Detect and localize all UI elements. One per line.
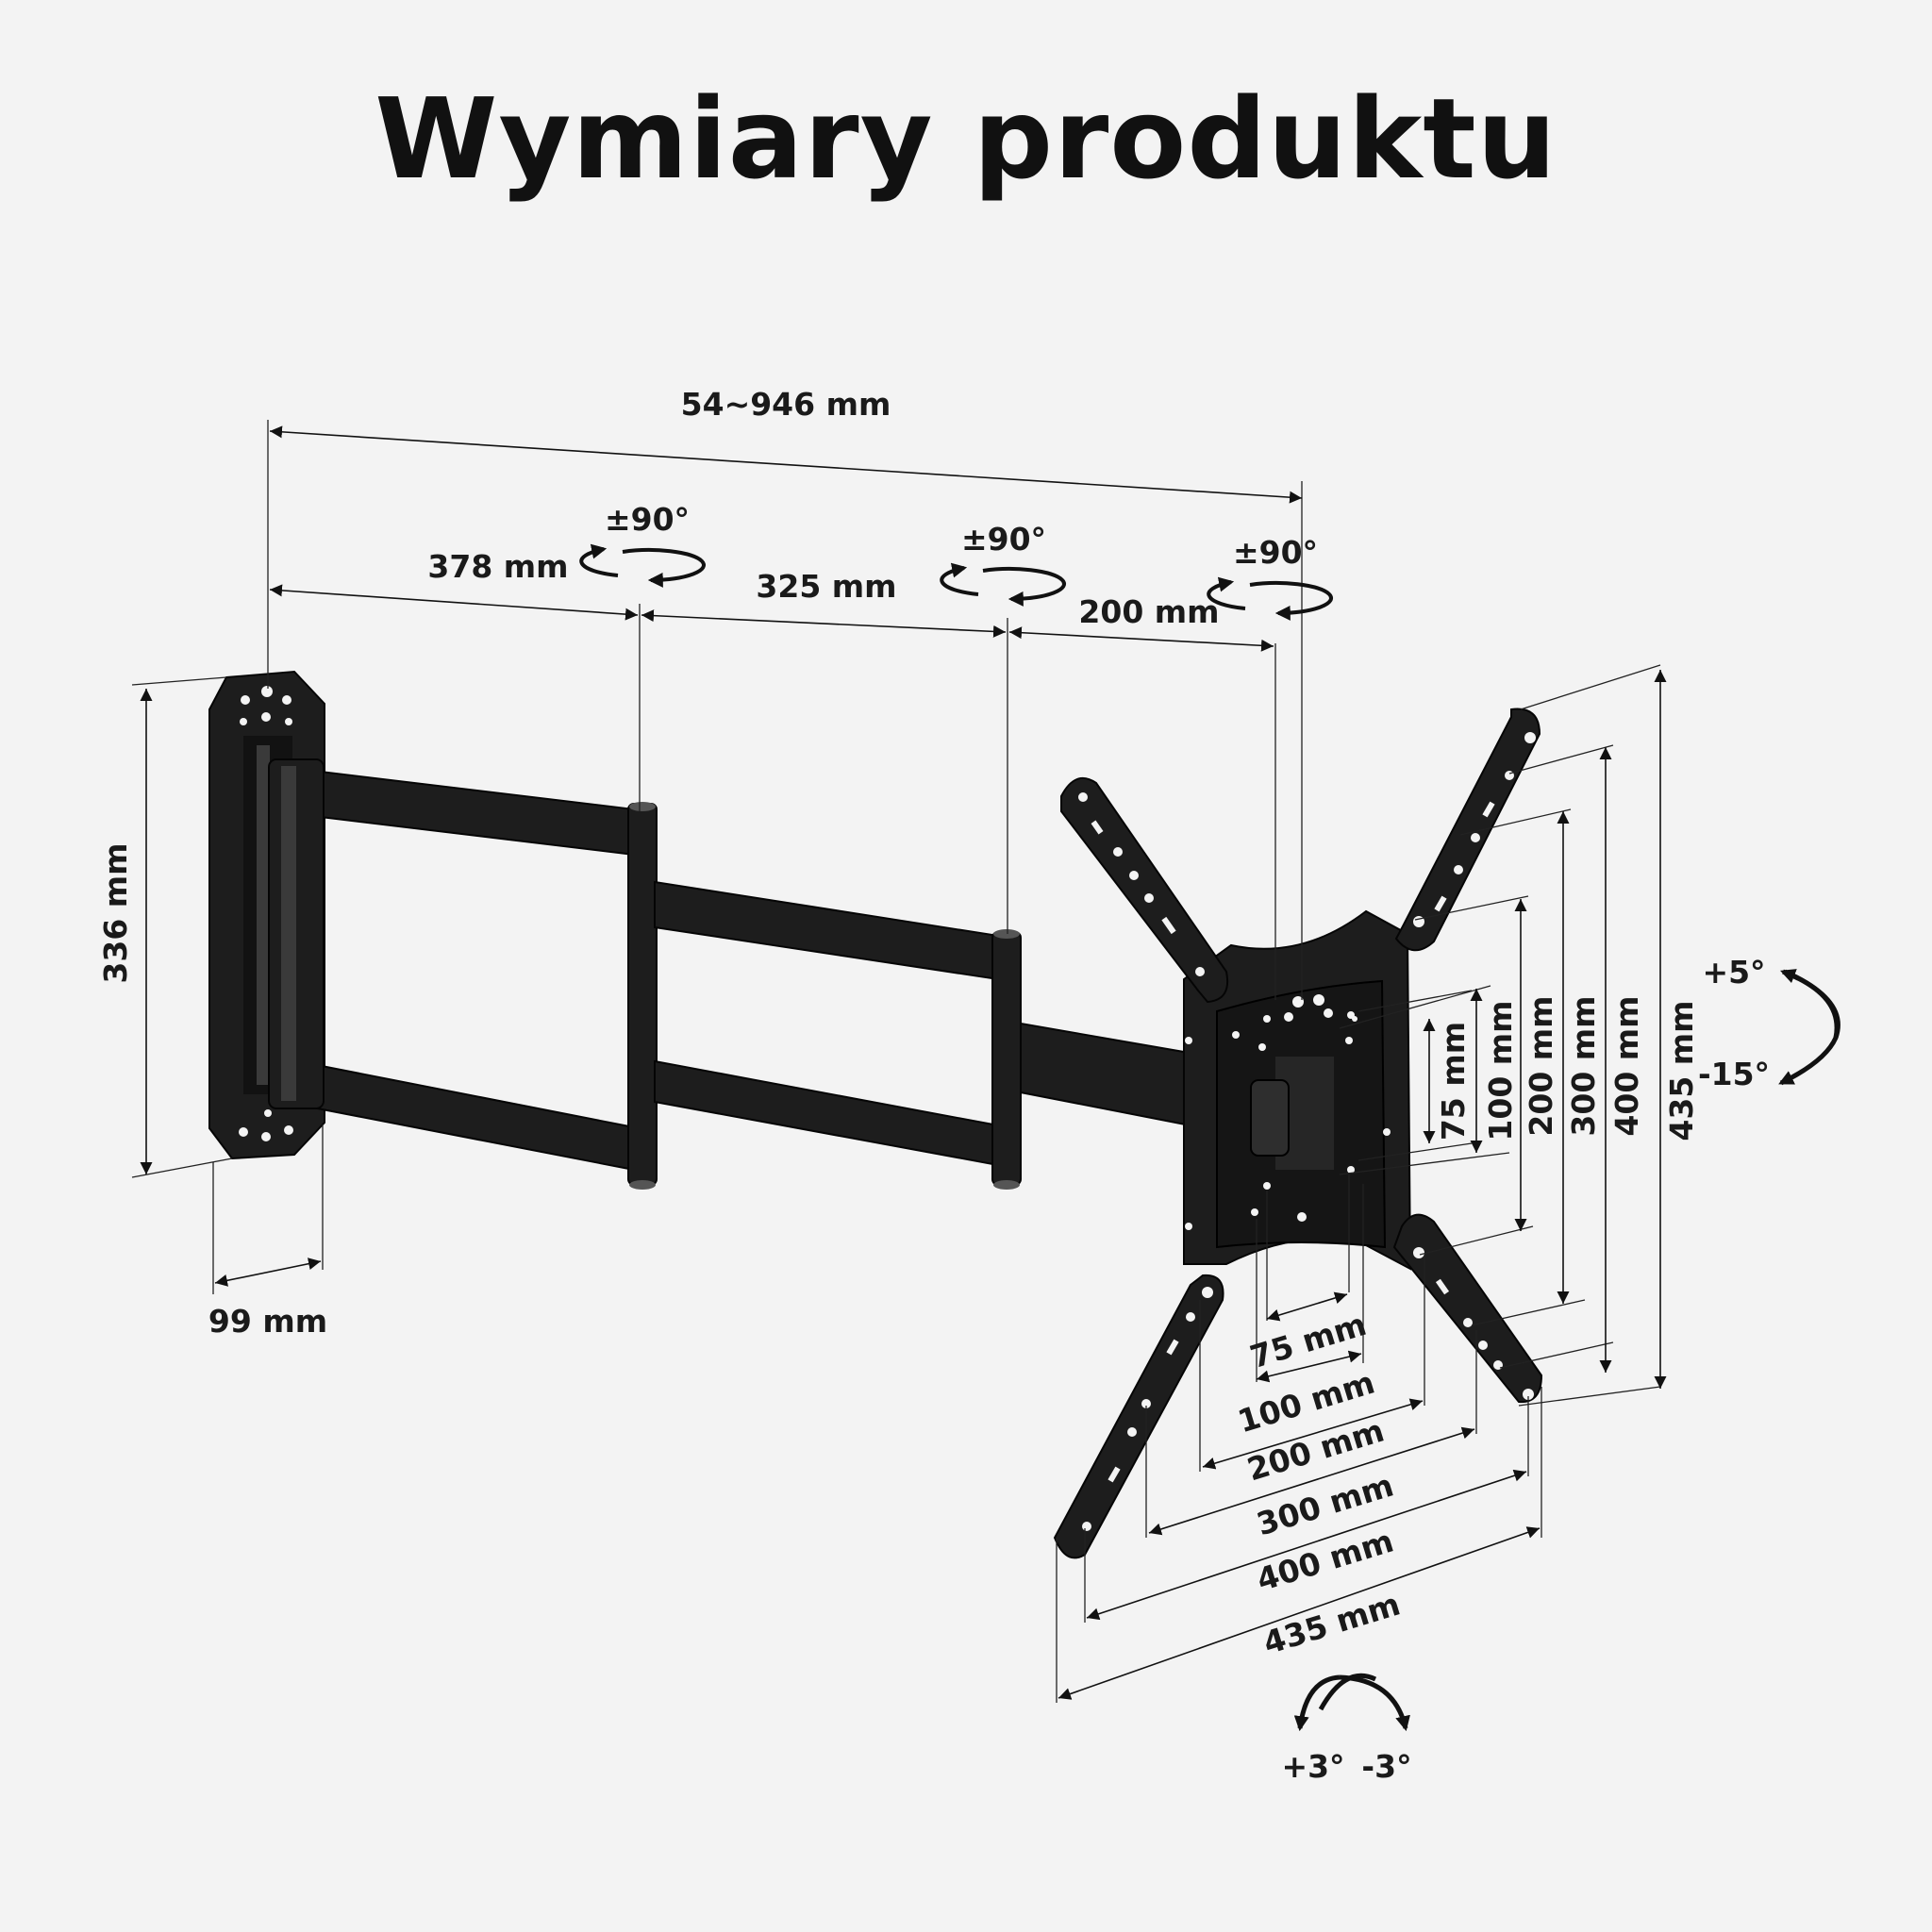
dim-line-h100 <box>1256 1350 1362 1383</box>
swivel-icon-3 <box>1207 576 1333 621</box>
dim-line-h435 <box>1058 1526 1541 1700</box>
arm-1 <box>268 758 658 1190</box>
dim-label-v400: 400 mm <box>1608 995 1645 1136</box>
rotation-label-joint1: ±90° <box>605 501 690 538</box>
dim-line-h75 <box>1266 1291 1348 1322</box>
arm-2 <box>654 880 1022 1190</box>
tilt-down-label: -15° <box>1698 1056 1770 1092</box>
dim-label-plate-height: 336 mm <box>97 842 134 983</box>
swivel-icon-2 <box>940 562 1066 607</box>
dim-label-arm1: 378 mm <box>427 548 568 585</box>
vesa-rail-bottom-left <box>1053 1274 1224 1559</box>
dim-label-h75: 75 mm <box>1246 1306 1371 1375</box>
dim-label-v200: 200 mm <box>1523 995 1559 1136</box>
dimension-lines <box>131 420 1667 1703</box>
rotation-label-joint2: ±90° <box>961 521 1046 558</box>
rotation-label-joint3: ±90° <box>1233 534 1318 571</box>
level-arc-icon <box>1293 1673 1410 1732</box>
dim-line-arm3 <box>1008 626 1274 652</box>
arm-3 <box>1020 1022 1201 1129</box>
dim-label-arm3: 200 mm <box>1078 593 1219 630</box>
tilt-up-label: +5° <box>1702 954 1765 991</box>
dim-label-v100: 100 mm <box>1482 1000 1519 1141</box>
dim-line-total <box>269 425 1303 504</box>
vesa-rail-top-left <box>1060 776 1228 1004</box>
dim-line-arm2 <box>641 609 1007 638</box>
dim-label-v75: 75 mm <box>1435 1022 1472 1141</box>
dim-label-total: 54~946 mm <box>681 386 891 423</box>
dim-label-plate-depth: 99 mm <box>208 1303 327 1340</box>
dim-line-arm1 <box>269 584 639 621</box>
tilt-plate <box>1183 909 1412 1271</box>
dim-label-h435: 435 mm <box>1259 1586 1405 1662</box>
page-title: Wymiary produktu <box>375 74 1557 204</box>
dim-line-plate-depth <box>214 1257 322 1287</box>
swivel-icon-1 <box>579 543 706 588</box>
dim-label-v435: 435 mm <box>1663 1000 1700 1141</box>
dim-label-arm2: 325 mm <box>756 568 896 605</box>
vesa-rail-top-right <box>1394 708 1541 952</box>
level-plus-label: +3° <box>1281 1748 1344 1785</box>
level-minus-label: -3° <box>1361 1748 1411 1785</box>
tilt-arc-icon <box>1778 969 1840 1086</box>
wall-mount-drawing <box>208 670 1543 1559</box>
dim-label-v300: 300 mm <box>1565 995 1602 1136</box>
